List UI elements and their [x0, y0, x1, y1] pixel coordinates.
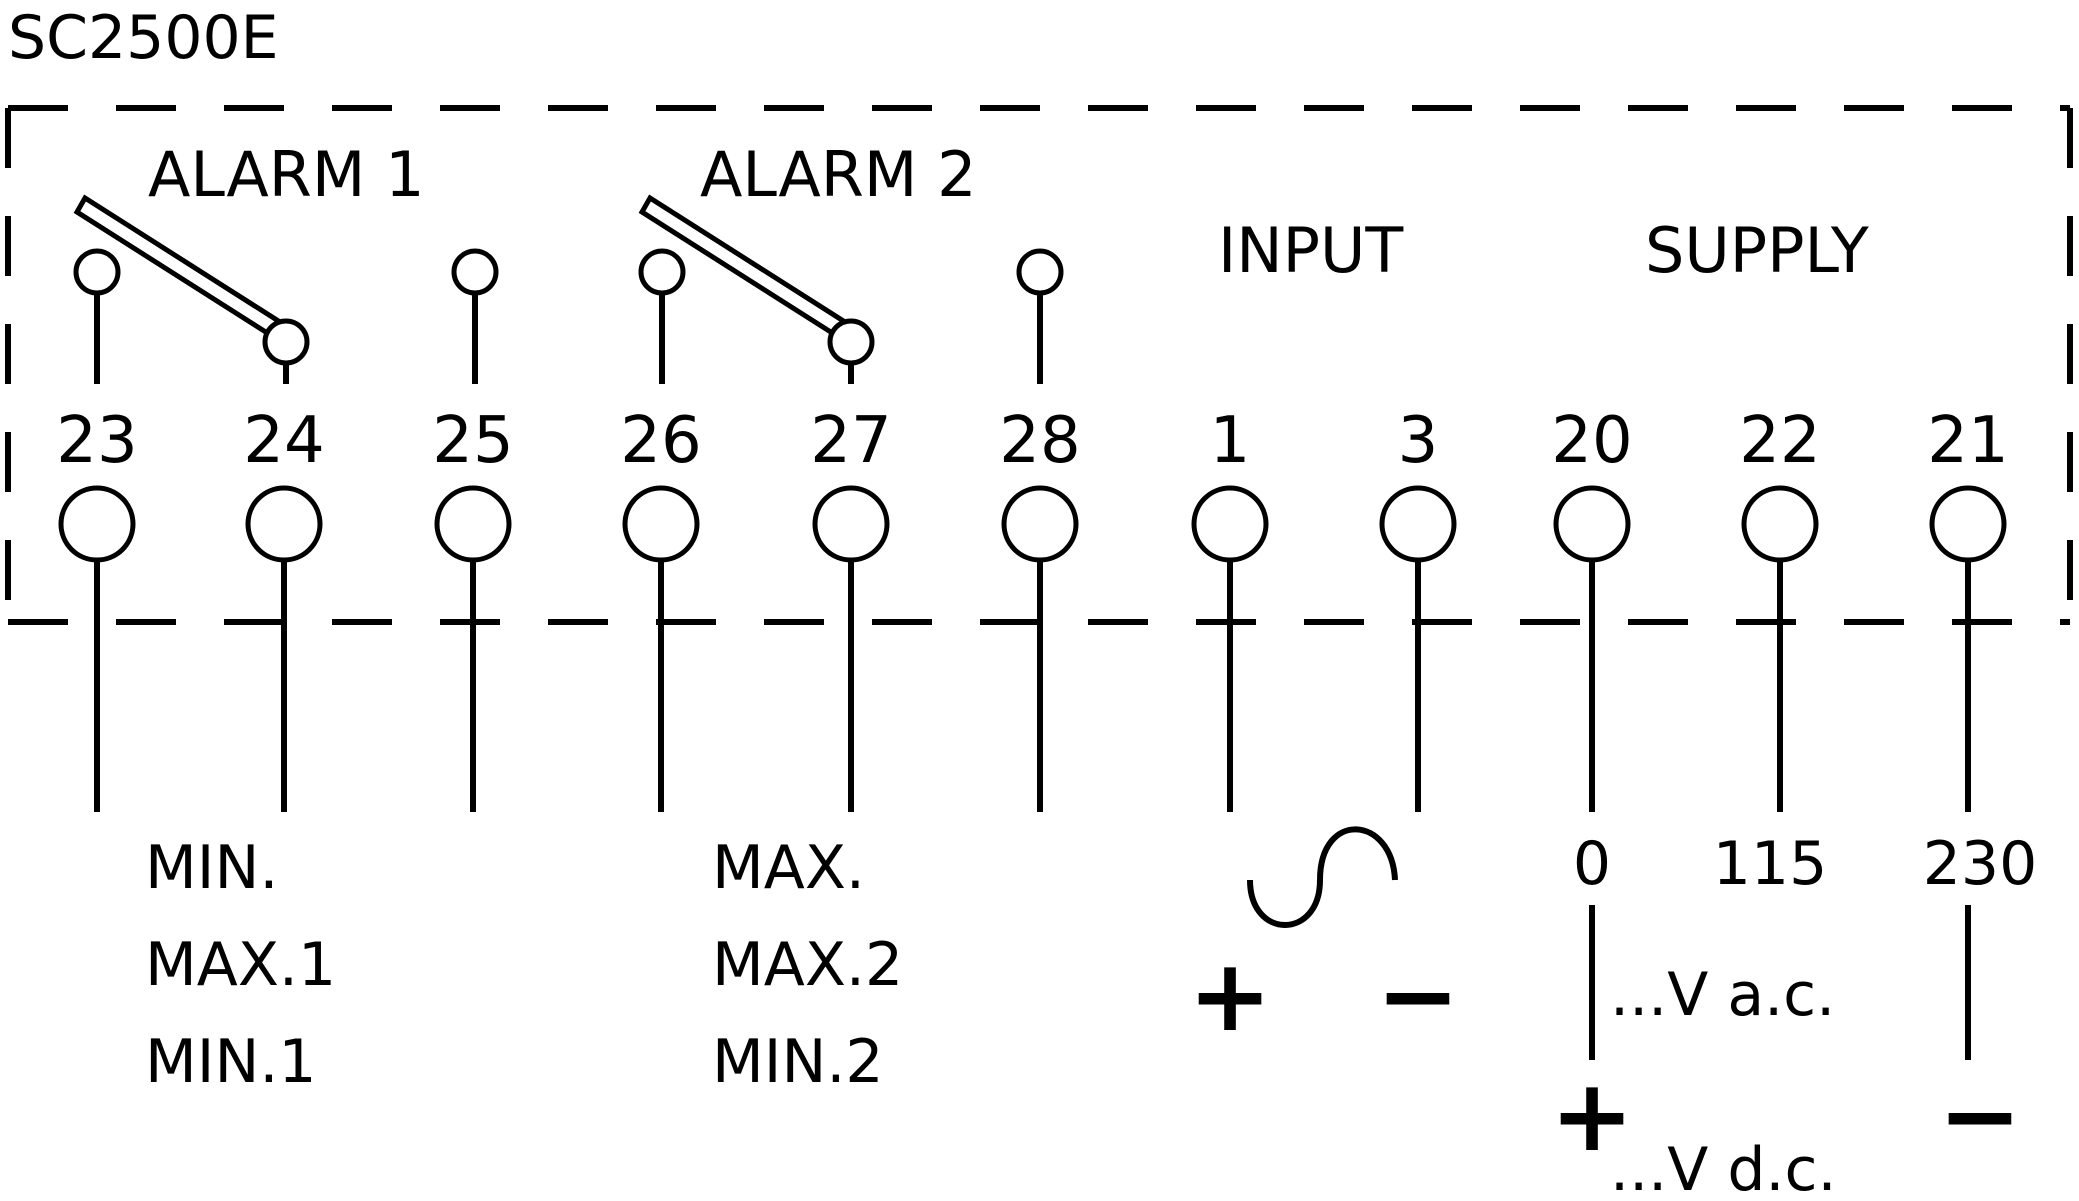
terminal-number: 20	[1551, 404, 1632, 478]
alarm1-common-contact	[73, 248, 121, 296]
terminal-screws	[58, 485, 2007, 563]
terminal-number: 24	[243, 404, 324, 478]
terminal-screw	[245, 485, 323, 563]
supply-voltage-115: 115	[1713, 829, 1828, 899]
supply-voltage-0: 0	[1573, 829, 1611, 899]
terminal-screw	[1929, 485, 2007, 563]
supply-dc-label: ...V d.c.	[1610, 1135, 1837, 1201]
terminal-number: 25	[432, 404, 513, 478]
alarm2-mode: MAX.2	[712, 930, 903, 1000]
terminal-screw	[1379, 485, 1457, 563]
supply-ac-label: ...V a.c.	[1610, 960, 1835, 1030]
terminal-screw	[434, 485, 512, 563]
terminal-numbers: 23 24 25 26 27 28 1 3 20 22 21	[56, 404, 2008, 478]
alarm2-contact-28	[1016, 248, 1064, 296]
terminal-screw	[1553, 485, 1631, 563]
terminal-number: 22	[1739, 404, 1820, 478]
supply-plus-sign: +	[1550, 1057, 1634, 1174]
alarm1-mode: MAX.1	[145, 930, 336, 1000]
model-title: SC2500E	[8, 3, 279, 73]
alarm2-common-contact	[638, 248, 686, 296]
terminal-number: 26	[620, 404, 701, 478]
terminal-screw	[58, 485, 136, 563]
terminal-number: 27	[810, 404, 891, 478]
alarm2-mode-list: MAX. MAX.2 MIN.2	[712, 833, 903, 1097]
alarm1-mode: MIN.	[145, 833, 278, 903]
supply-minus-sign: −	[1938, 1057, 2022, 1174]
terminal-screw	[812, 485, 890, 563]
terminal-number: 3	[1398, 404, 1439, 478]
terminal-screw	[1001, 485, 1079, 563]
alarm1-mode: MIN.1	[145, 1027, 317, 1097]
terminal-screw	[622, 485, 700, 563]
alarm1-label: ALARM 1	[148, 138, 425, 211]
terminal-screw	[1741, 485, 1819, 563]
alarm1-relay	[73, 194, 499, 384]
supply-label: SUPPLY	[1645, 214, 1869, 287]
alarm2-label: ALARM 2	[700, 138, 977, 211]
terminal-number: 28	[999, 404, 1080, 478]
terminal-leads	[94, 560, 1971, 812]
terminal-number: 21	[1927, 404, 2008, 478]
alarm1-contact-24	[262, 318, 310, 366]
terminal-number: 1	[1210, 404, 1251, 478]
supply-voltage-230: 230	[1923, 829, 2038, 899]
terminal-screw	[1191, 485, 1269, 563]
input-plus-sign: +	[1188, 937, 1272, 1054]
alarm1-mode-list: MIN. MAX.1 MIN.1	[145, 833, 336, 1097]
input-minus-sign: −	[1376, 937, 1460, 1054]
supply-range-brackets	[1589, 905, 1971, 1060]
input-label: INPUT	[1218, 214, 1404, 287]
alarm2-mode: MAX.	[712, 833, 865, 903]
alarm1-contact-25	[451, 248, 499, 296]
alarm2-contact-27	[827, 318, 875, 366]
alarm2-relay	[638, 194, 1064, 384]
alarm2-mode: MIN.2	[712, 1027, 884, 1097]
ac-wave-icon	[1247, 826, 1398, 928]
terminal-number: 23	[56, 404, 137, 478]
